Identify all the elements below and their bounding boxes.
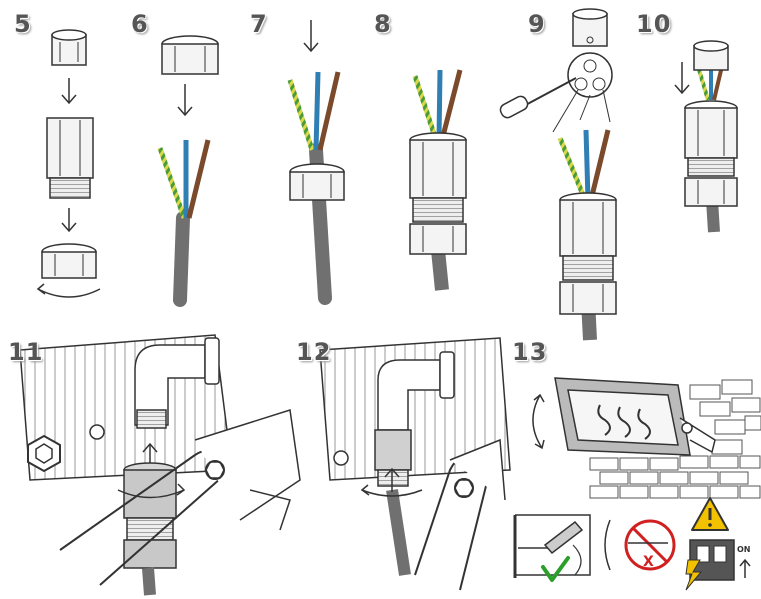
terminal-block bbox=[567, 52, 613, 98]
stripped-cable bbox=[412, 69, 463, 291]
step-6-illustration bbox=[157, 35, 219, 307]
gland-cap-small bbox=[572, 8, 608, 47]
gland-assembly bbox=[123, 462, 177, 596]
step-number-7: 7 bbox=[250, 10, 268, 38]
step-number-5: 5 bbox=[14, 10, 32, 38]
step-10-illustration bbox=[674, 40, 738, 233]
screwdriver-icon bbox=[499, 77, 577, 119]
step-number-12: 12 bbox=[296, 338, 332, 366]
down-arrow-icon bbox=[177, 84, 193, 117]
rotate-arrow-icon bbox=[360, 484, 423, 497]
step-number-10: 10 bbox=[636, 10, 672, 38]
up-arrow-icon bbox=[384, 467, 400, 492]
check-icon bbox=[541, 556, 570, 582]
step-number-8: 8 bbox=[374, 10, 392, 38]
power-switch-icon bbox=[685, 539, 735, 591]
step-number-6: 6 bbox=[131, 10, 149, 38]
mounting-bracket bbox=[414, 438, 506, 591]
correct-mounting-illustration bbox=[513, 514, 591, 582]
wire-guide-lines bbox=[552, 89, 611, 133]
gland-assembly bbox=[374, 429, 412, 576]
switch-on-label: ON bbox=[737, 545, 751, 554]
gland-cap-small bbox=[51, 29, 87, 66]
lamp-housing bbox=[319, 337, 511, 481]
rotate-arrow-icon bbox=[532, 393, 545, 450]
step-5-illustration bbox=[36, 29, 101, 298]
step-11-illustration bbox=[19, 334, 301, 596]
gland-cap-small bbox=[693, 40, 729, 71]
gland-nut bbox=[41, 243, 97, 279]
gland-assembly bbox=[684, 100, 738, 207]
up-arrow-icon bbox=[739, 558, 751, 578]
incorrect-mounting-illustration: X bbox=[604, 519, 676, 571]
step-number-9: 9 bbox=[528, 10, 546, 38]
step-8-illustration bbox=[409, 69, 467, 291]
gland-body bbox=[46, 117, 94, 199]
rotate-arrow-icon bbox=[36, 283, 101, 298]
gland-nut bbox=[161, 35, 219, 75]
svg-text:X: X bbox=[643, 554, 654, 570]
gland-nut bbox=[289, 163, 345, 201]
step-13-illustration: X bbox=[513, 377, 761, 591]
gland-assembly bbox=[409, 132, 467, 255]
step-7-illustration bbox=[287, 20, 345, 305]
prohibited-icon: X bbox=[624, 519, 676, 571]
down-arrow-icon bbox=[303, 20, 319, 53]
step-12-illustration bbox=[319, 337, 511, 591]
stripped-cable bbox=[157, 139, 211, 307]
step-9-illustration bbox=[499, 8, 617, 341]
mounting-bracket bbox=[59, 409, 301, 586]
elbow-pipe bbox=[134, 337, 220, 429]
elbow-pipe bbox=[377, 351, 455, 431]
floodlight bbox=[554, 377, 716, 456]
down-arrow-icon bbox=[61, 208, 77, 233]
step-number-11: 11 bbox=[8, 338, 44, 366]
down-arrow-icon bbox=[61, 78, 77, 105]
step-number-13: 13 bbox=[512, 338, 548, 366]
warning-icon bbox=[691, 497, 729, 531]
down-arrow-icon bbox=[674, 62, 690, 95]
gland-assembly bbox=[559, 192, 617, 315]
rotate-arrow-icon bbox=[117, 483, 186, 499]
